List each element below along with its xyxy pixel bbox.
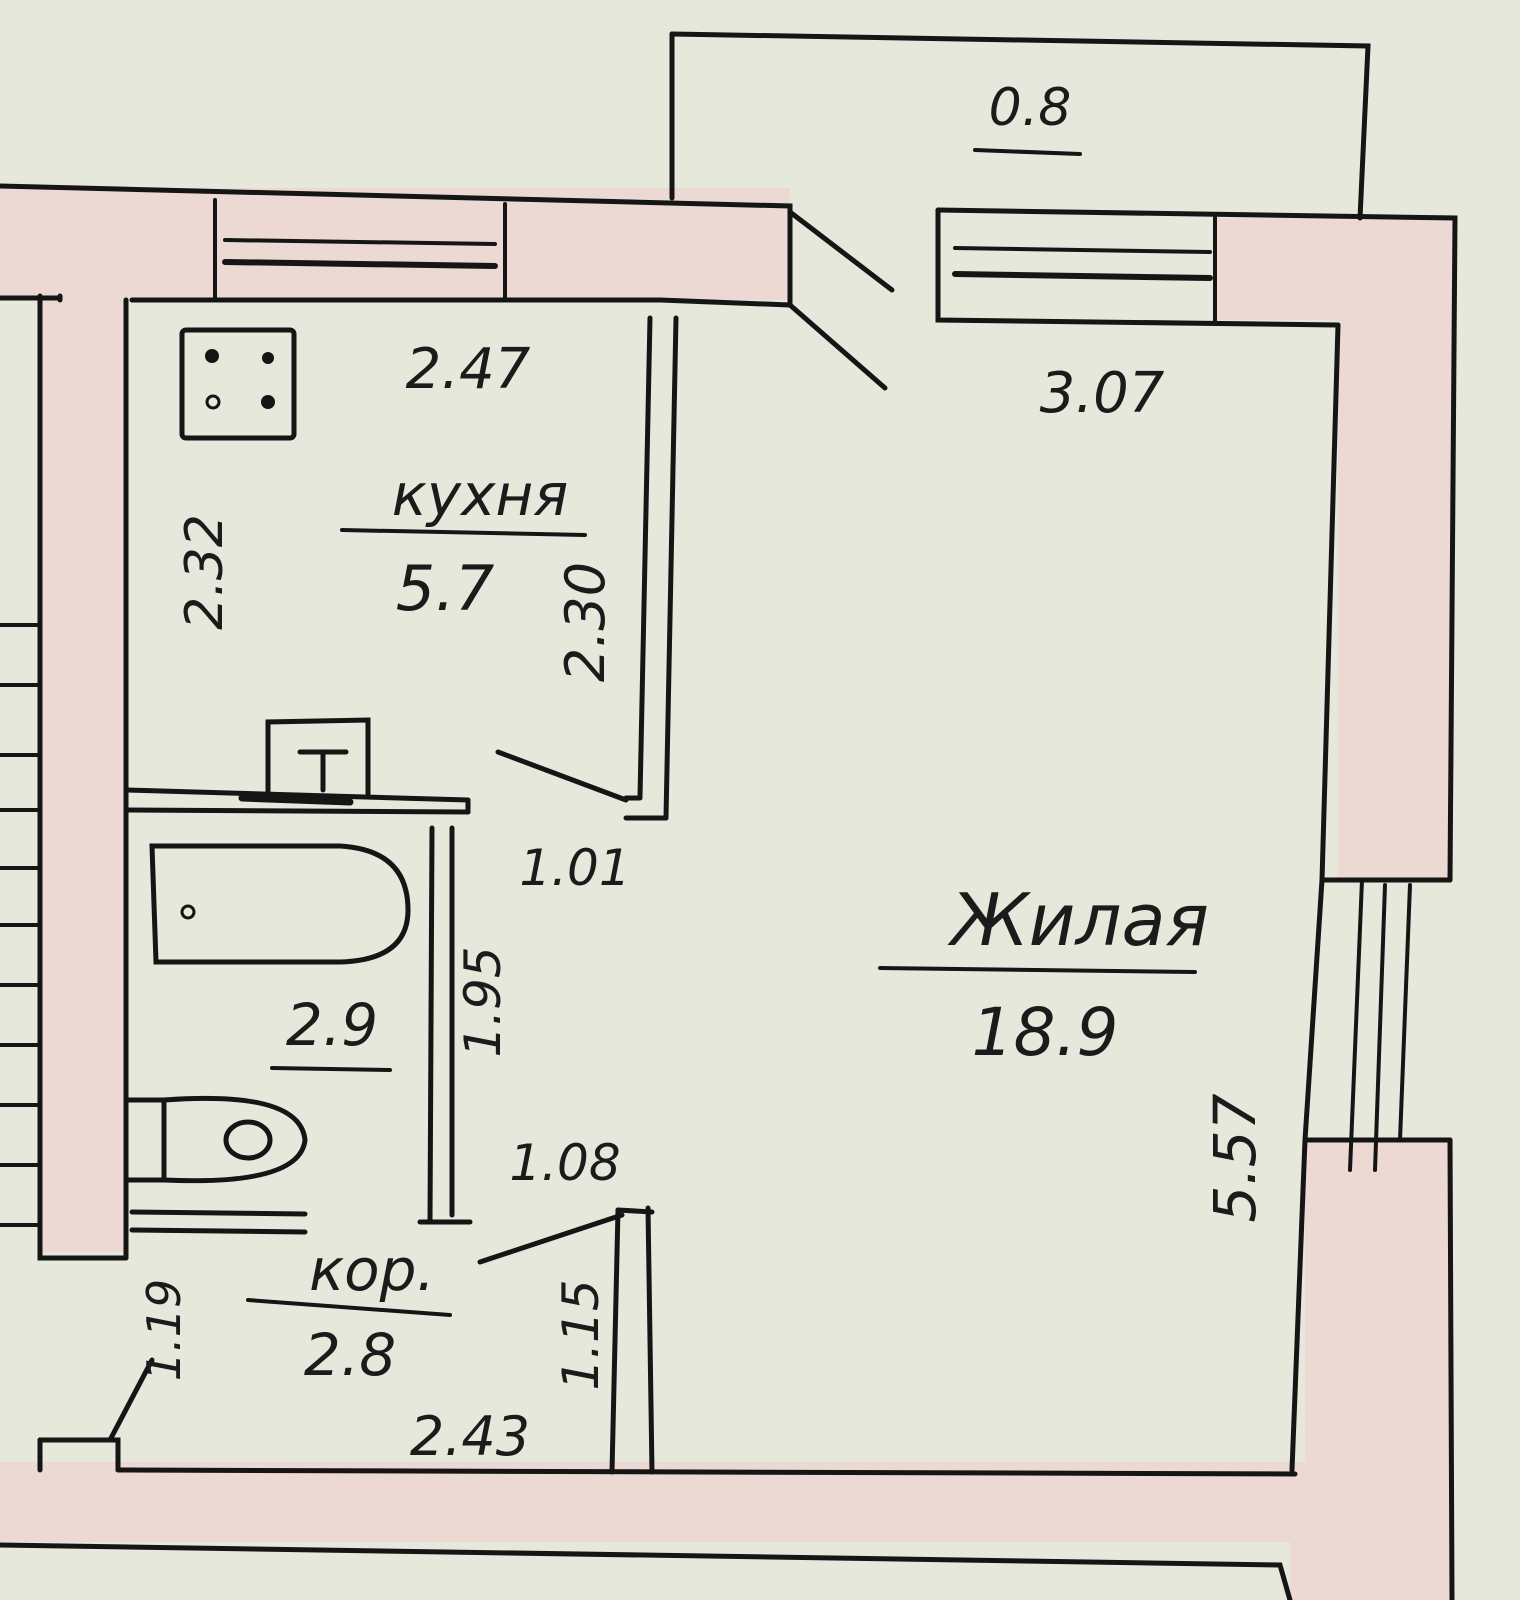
window-right — [1348, 878, 1412, 1172]
kitchen-name: кухня — [392, 461, 569, 529]
doors — [107, 749, 629, 1443]
toilet-icon — [123, 1095, 308, 1184]
walls — [0, 188, 1453, 1600]
dim-kitchen-width: 2.47 — [406, 337, 531, 402]
living-area: 18.9 — [972, 994, 1119, 1071]
dim-living-depth: 5.57 — [1201, 1093, 1269, 1222]
living-name: Жилая — [947, 878, 1209, 962]
window-living — [952, 216, 1217, 322]
dim-kitchen-door: 1.01 — [519, 839, 630, 897]
dim-bathroom-width: 1.08 — [509, 1134, 620, 1192]
kitchen-area: 5.7 — [396, 552, 495, 625]
stove-icon — [179, 327, 297, 441]
sink-icon — [238, 717, 371, 806]
dim-bathroom-depth: 1.95 — [454, 946, 512, 1057]
balcony-door — [787, 209, 895, 391]
dim-corridor-right: 1.15 — [552, 1279, 610, 1390]
corridor-area: 2.8 — [304, 1321, 396, 1389]
staircase — [0, 623, 40, 1227]
bathroom-area: 2.9 — [286, 991, 378, 1059]
corridor-name: кор. — [309, 1236, 435, 1304]
bathtub-icon — [149, 843, 411, 965]
dimension-labels: 2.47 3.07 2.32 2.30 1.01 1.95 1.08 5.57 … — [137, 337, 1269, 1468]
window-kitchen — [213, 198, 507, 302]
dim-corridor-left: 1.19 — [137, 1279, 191, 1381]
room-labels: 0.8 кухня 5.7 Жилая 18.9 2.9 кор. 2.8 — [246, 78, 1209, 1389]
dim-living-width: 3.07 — [1040, 361, 1165, 426]
dim-kitchen-depth-left: 2.32 — [175, 514, 235, 630]
balcony-area: 0.8 — [989, 78, 1072, 138]
dim-corridor-width: 2.43 — [410, 1405, 530, 1468]
dim-kitchen-depth-right: 2.30 — [554, 562, 617, 682]
partitions — [123, 315, 679, 1475]
